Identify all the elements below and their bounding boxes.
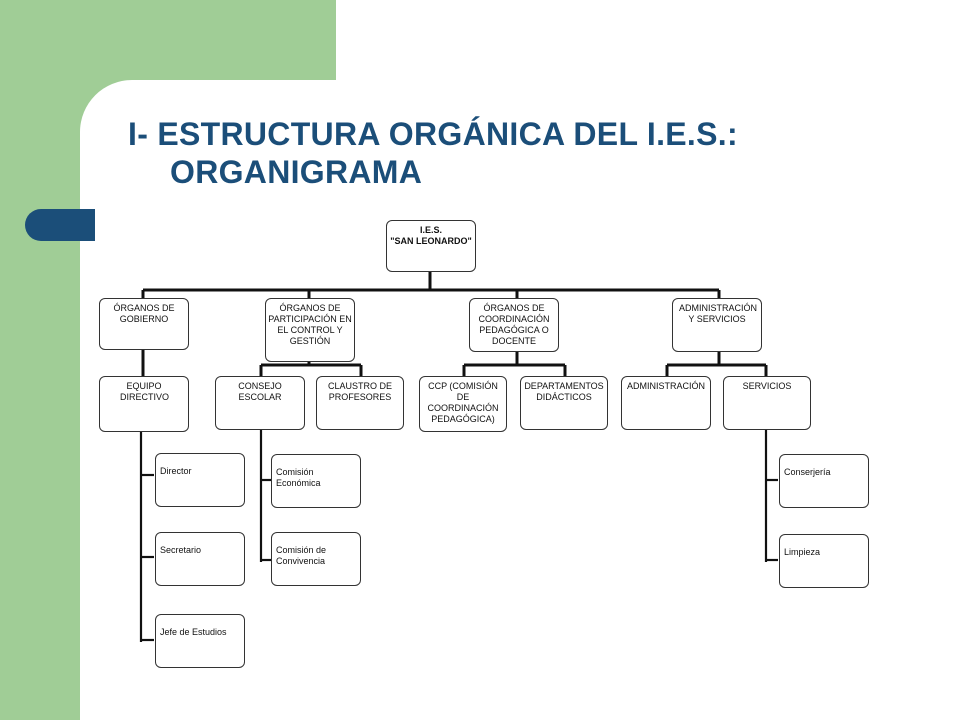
org-node-label: DEPARTAMENTOS DIDÁCTICOS (524, 381, 604, 402)
org-node-label: CLAUSTRO DE PROFESORES (327, 381, 392, 402)
org-node-label: Limpieza (784, 547, 821, 557)
decorative-tab-bar (25, 209, 95, 241)
org-node-label: ÓRGANOS DE GOBIERNO (113, 303, 175, 324)
org-node-label: CCP (COMISIÓN DE COORDINACIÓN PEDAGÓGICA… (427, 381, 499, 424)
org-node-secretario: Secretario (155, 532, 245, 586)
org-node-comision-de-convivencia: Comisión de Convivencia (271, 532, 361, 586)
org-node-label: EQUIPO DIRECTIVO (120, 381, 170, 402)
org-node-limpieza: Limpieza (779, 534, 869, 588)
slide-title: I- ESTRUCTURA ORGÁNICA DEL I.E.S.: ORGAN… (128, 115, 738, 191)
org-node-label: ADMINISTRACIÓN Y SERVICIOS (679, 303, 758, 324)
org-node-departamentos-didacticos: DEPARTAMENTOS DIDÁCTICOS (520, 376, 608, 430)
org-node-label: ADMINISTRACIÓN (626, 381, 705, 391)
org-node-label: Director (160, 466, 192, 476)
org-node-ccp: CCP (COMISIÓN DE COORDINACIÓN PEDAGÓGICA… (419, 376, 507, 432)
org-node-comision-economica: Comisión Económica (271, 454, 361, 508)
org-node-servicios: SERVICIOS (723, 376, 811, 430)
org-node-label: Comisión de Convivencia (276, 545, 327, 566)
org-node-label: ÓRGANOS DE COORDINACIÓN PEDAGÓGICA O DOC… (478, 303, 550, 346)
title-line-2: ORGANIGRAMA (170, 154, 423, 190)
org-node-organos-de-participacion: ÓRGANOS DE PARTICIPACIÓN EN EL CONTROL Y… (265, 298, 355, 362)
org-node-equipo-directivo: EQUIPO DIRECTIVO (99, 376, 189, 432)
org-node-label: Jefe de Estudios (160, 627, 227, 637)
title-line-1: I- ESTRUCTURA ORGÁNICA DEL I.E.S.: (128, 116, 738, 152)
org-node-label: Comisión Económica (276, 467, 321, 488)
green-side-strip (0, 0, 80, 720)
org-node-organos-de-gobierno: ÓRGANOS DE GOBIERNO (99, 298, 189, 350)
org-node-administracion: ADMINISTRACIÓN (621, 376, 711, 430)
org-node-conserjeria: Conserjería (779, 454, 869, 508)
org-chart: I.E.S. "SAN LEONARDO" ÓRGANOS DE GOBIERN… (95, 210, 881, 668)
org-node-director: Director (155, 453, 245, 507)
org-node-organos-de-coordinacion: ÓRGANOS DE COORDINACIÓN PEDAGÓGICA O DOC… (469, 298, 559, 352)
org-node-consejo-escolar: CONSEJO ESCOLAR (215, 376, 305, 430)
org-chart-connectors (139, 270, 778, 642)
org-node-claustro-de-profesores: CLAUSTRO DE PROFESORES (316, 376, 404, 430)
org-node-label: ÓRGANOS DE PARTICIPACIÓN EN EL CONTROL Y… (268, 303, 352, 346)
org-node-label: CONSEJO ESCOLAR (238, 381, 282, 402)
root-label-line-1: I.E.S. (419, 225, 442, 235)
org-node-administracion-y-servicios: ADMINISTRACIÓN Y SERVICIOS (672, 298, 762, 352)
org-node-jefe-de-estudios: Jefe de Estudios (155, 614, 245, 668)
org-node-label: Secretario (160, 545, 202, 555)
root-label-line-2: "SAN LEONARDO" (390, 236, 472, 246)
org-node-label: Conserjería (784, 467, 831, 477)
org-node-root: I.E.S. "SAN LEONARDO" (386, 220, 476, 272)
org-node-label: SERVICIOS (742, 381, 792, 391)
